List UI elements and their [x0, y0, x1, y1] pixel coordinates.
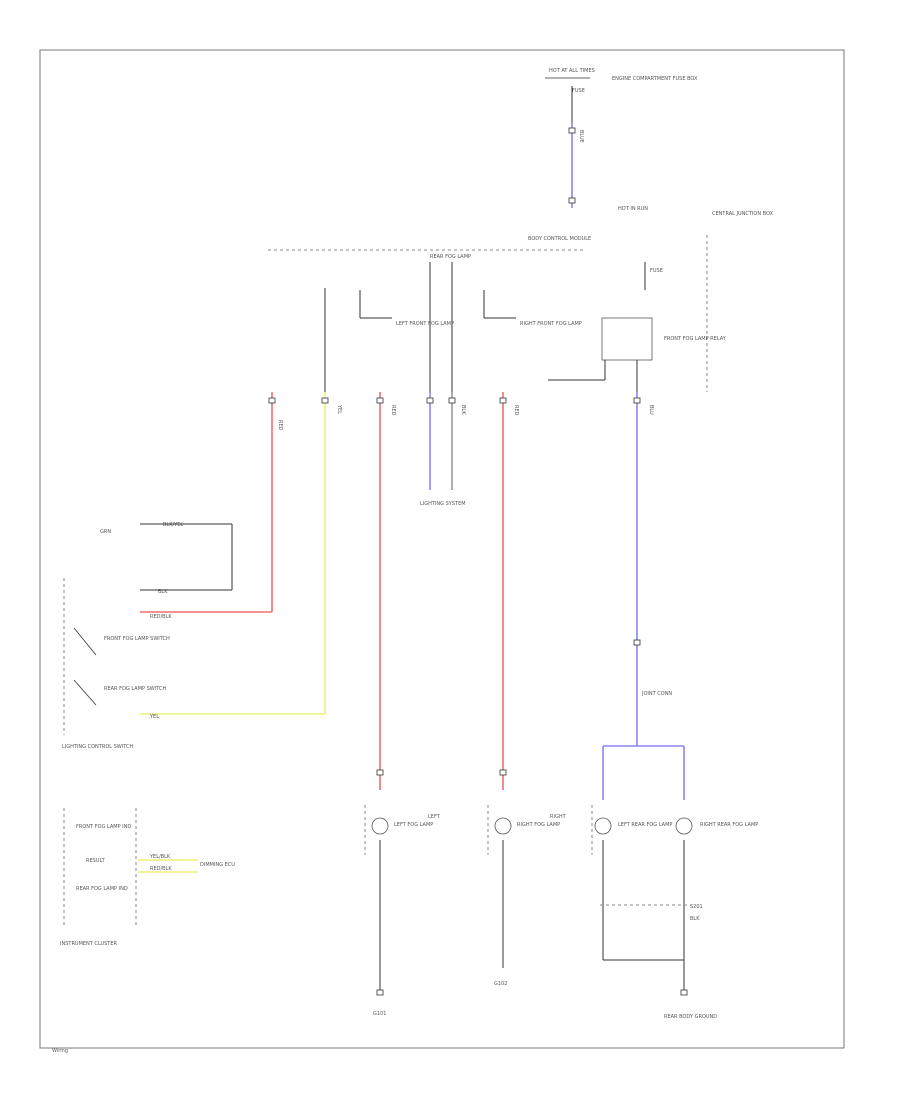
wire-red-3: RED	[499, 392, 519, 790]
wire-red-1: RED	[140, 392, 283, 613]
label-lamp2: RIGHT FOG LAMP	[517, 822, 560, 828]
label-lighting-sw-b: REAR FOG LAMP SWITCH	[104, 686, 166, 692]
label-sw-wire-3: RED/BLK	[150, 614, 172, 620]
label-ctrl-c: REAR FOG LAMP	[430, 254, 471, 260]
lamp-2: RIGHT FOG LAMP RIGHT G102	[487, 805, 567, 987]
label-other-system: LIGHTING SYSTEM	[420, 501, 466, 507]
label-central-box: CENTRAL JUNCTION BOX	[712, 211, 774, 217]
label-cluster-w2: RED/BLK	[150, 866, 172, 872]
label-top-fuse-note: FUSE	[572, 88, 585, 94]
label-ctrl-a: LEFT FRONT FOG LAMP	[396, 321, 454, 327]
label-ctrl-b: RIGHT FRONT FOG LAMP	[520, 321, 582, 327]
label-gnd-1: G101	[373, 1011, 386, 1017]
label-joint: JOINT CONN	[641, 691, 672, 697]
label-cluster-dest: DIMMING ECU	[200, 862, 235, 868]
label-body-ecu: BODY CONTROL MODULE	[528, 236, 591, 242]
lamp-3-4: LEFT REAR FOG LAMP RIGHT REAR FOG LAMP S…	[591, 805, 758, 1020]
label-splice: S201	[690, 904, 703, 910]
label-lamp4: RIGHT REAR FOG LAMP	[700, 822, 758, 828]
label-wire-blk: BLK	[460, 405, 466, 415]
module-outputs: LEFT FRONT FOG LAMP RIGHT FRONT FOG LAMP…	[324, 254, 582, 392]
label-wire-red-3: RED	[513, 405, 519, 416]
label-wire-red-1: RED	[277, 420, 283, 431]
label-lighting-control: LIGHTING CONTROL SWITCH	[62, 744, 133, 750]
label-top-fuse-box: ENGINE COMPARTMENT FUSE BOX	[612, 76, 698, 82]
label-wire-top: BLUE	[578, 130, 584, 143]
lighting-control-switch: GRN BLK/YEL BLK RED/BLK FRONT FOG LAMP S…	[62, 522, 233, 750]
wire-yellow: YEL	[140, 392, 342, 715]
instrument-cluster: FRONT FOG LAMP IND REAR FOG LAMP IND RES…	[60, 808, 235, 947]
wire-blk-pair: BLK LIGHTING SYSTEM	[420, 392, 466, 507]
label-cluster-b: REAR FOG LAMP IND	[76, 886, 128, 892]
label-wire-blu: BLU	[648, 405, 654, 415]
wire-blue-long: BLU JOINT CONN	[602, 392, 685, 800]
label-sw-wire-2: BLK	[158, 589, 168, 595]
diagram-frame	[39, 49, 845, 1049]
footer-label: Wiring	[52, 1048, 68, 1054]
wire-red-2: RED	[376, 392, 396, 790]
label-sw-wire-4: YEL	[149, 714, 159, 720]
central-junction-box: CENTRAL JUNCTION BOX FUSE FRONT FOG LAMP…	[548, 211, 774, 392]
wire-blue-top: BLUE	[568, 122, 584, 208]
label-cluster-a: FRONT FOG LAMP IND	[76, 824, 131, 830]
label-hot-run: HOT IN RUN	[618, 206, 648, 212]
label-lamp3: LEFT REAR FOG LAMP	[618, 822, 672, 828]
label-gnd-3: REAR BODY GROUND	[664, 1014, 717, 1020]
label-cluster-w1: YEL/BLK	[149, 854, 171, 860]
label-lamp2-side: RIGHT	[550, 814, 567, 820]
label-instrument-cluster: INSTRUMENT CLUSTER	[60, 941, 118, 947]
label-lighting-sw-a: FRONT FOG LAMP SWITCH	[104, 636, 170, 642]
lamp-1: LEFT FOG LAMP LEFT G101	[364, 805, 441, 1017]
label-wire-red-2: RED	[390, 405, 396, 416]
label-relay-name: FRONT FOG LAMP RELAY	[664, 336, 727, 342]
label-blk: BLK	[690, 916, 700, 922]
label-sw-ground: GRN	[100, 529, 111, 535]
label-sw-wire-1: BLK/YEL	[163, 522, 183, 528]
label-gnd-2: G102	[494, 981, 507, 987]
label-lamp1: LEFT FOG LAMP	[394, 822, 433, 828]
label-wire-yel: YEL	[336, 404, 342, 414]
label-top-fuse: HOT AT ALL TIMES	[549, 68, 595, 74]
label-relay-fuse: FUSE	[650, 268, 663, 274]
label-cluster-c: RESULT	[86, 858, 106, 864]
top-fuse-block: HOT AT ALL TIMES FUSE ENGINE COMPARTMENT…	[545, 68, 698, 122]
label-lamp1-side: LEFT	[428, 814, 441, 820]
